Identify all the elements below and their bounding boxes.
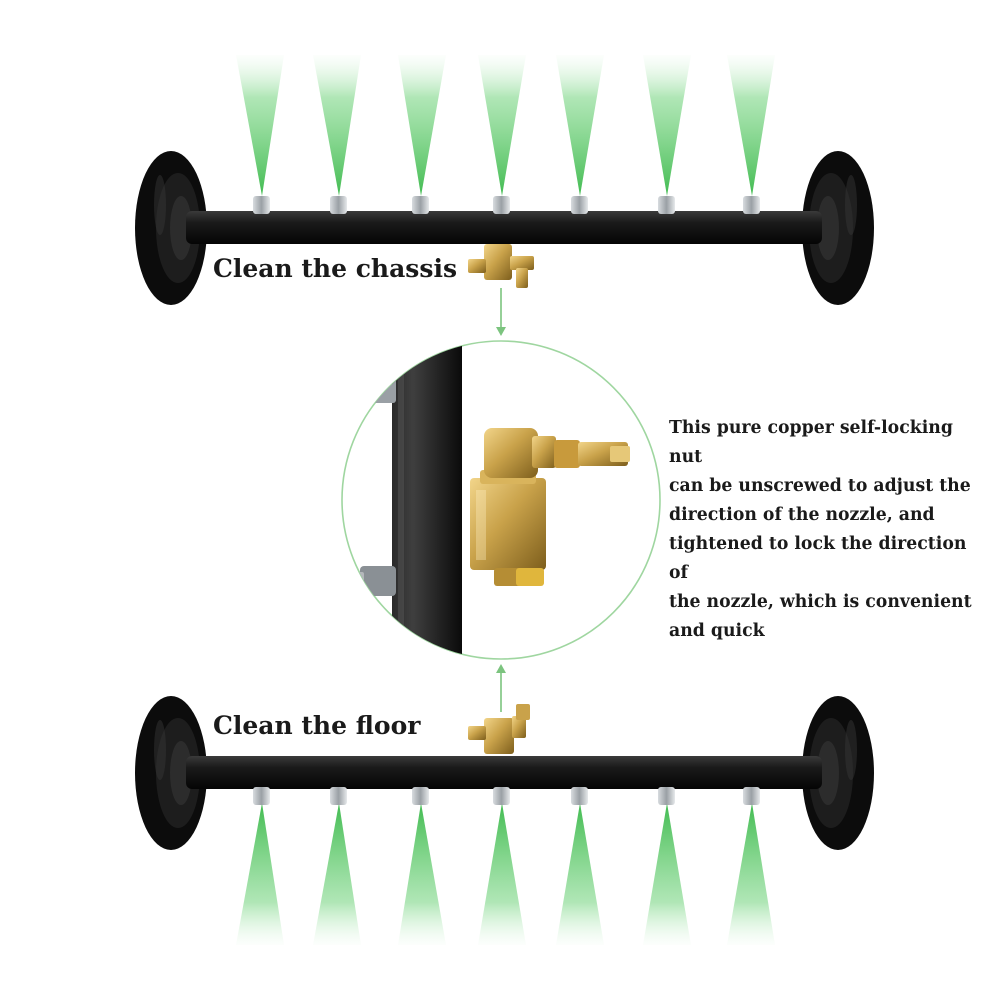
spray-jet-icon [398, 55, 446, 196]
spray-jet-icon [556, 803, 604, 945]
callout-arrow-up [496, 288, 506, 336]
nozzle-icon [743, 196, 760, 214]
nozzle-icon [330, 196, 347, 214]
spray-jet-icon [313, 55, 361, 196]
top-right-wheel [802, 151, 874, 305]
spray-jet-icon [556, 55, 604, 196]
bottom-spray-jets [236, 803, 775, 945]
callout-arrow-down [496, 664, 506, 712]
top-brass-connector [468, 244, 534, 288]
brass-connector-icon [484, 718, 514, 754]
top-spray-bar [186, 211, 822, 244]
top-left-wheel [135, 151, 207, 305]
spray-jet-icon [727, 55, 775, 196]
nozzle-icon [658, 196, 675, 214]
nozzle-icon [571, 196, 588, 214]
nozzle-icon [253, 787, 270, 805]
nozzle-icon [330, 787, 347, 805]
brass-connector-icon [484, 244, 512, 280]
bottom-nozzles [253, 787, 760, 805]
spray-jet-icon [236, 55, 284, 196]
nozzle-icon [658, 787, 675, 805]
top-nozzles [253, 196, 760, 214]
nozzle-icon [412, 787, 429, 805]
bottom-spray-bar [186, 756, 822, 789]
spray-jet-icon [727, 803, 775, 945]
top-spray-jets [236, 55, 775, 196]
bottom-right-wheel [802, 696, 874, 850]
nozzle-icon [412, 196, 429, 214]
spray-jet-icon [313, 803, 361, 945]
spray-jet-icon [643, 55, 691, 196]
nozzle-icon [253, 196, 270, 214]
spray-jet-icon [398, 803, 446, 945]
nozzle-icon [493, 787, 510, 805]
caption-clean-floor: Clean the floor [213, 711, 421, 740]
detail-callout [341, 340, 661, 660]
bottom-brass-connector [468, 704, 530, 754]
spray-jet-icon [236, 803, 284, 945]
spray-jet-icon [478, 55, 526, 196]
nozzle-icon [493, 196, 510, 214]
nut-description-text: This pure copper self-locking nut can be… [669, 418, 972, 641]
spray-jet-icon [643, 803, 691, 945]
nozzle-icon [743, 787, 760, 805]
nozzle-icon [571, 787, 588, 805]
caption-clean-chassis: Clean the chassis [213, 254, 458, 283]
bottom-left-wheel [135, 696, 207, 850]
spray-jet-icon [478, 803, 526, 945]
